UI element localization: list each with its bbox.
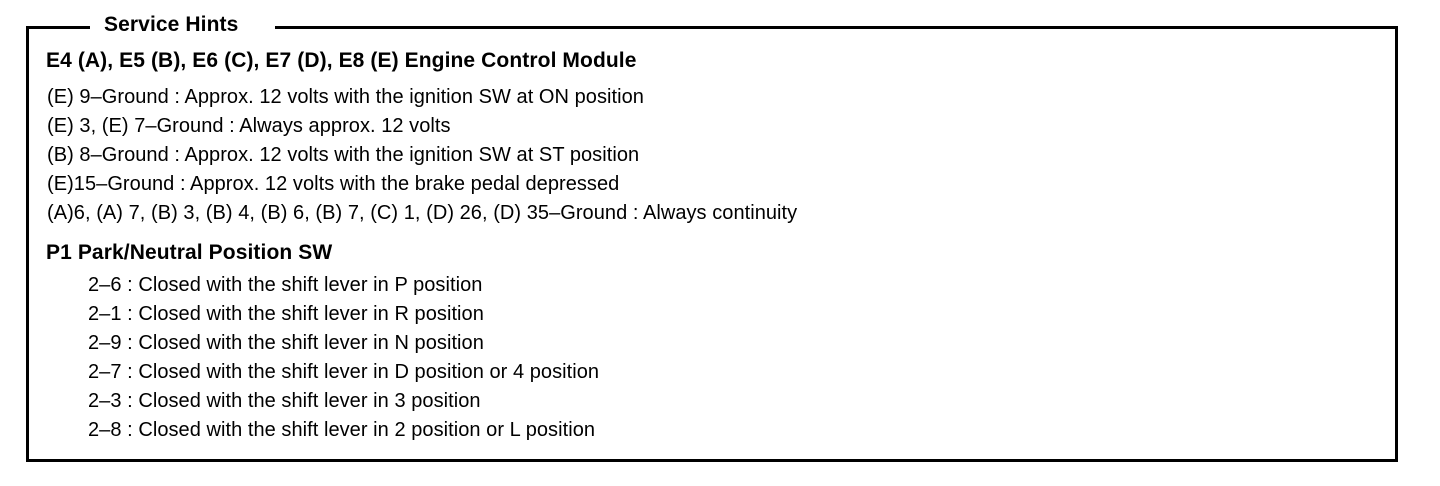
service-hints-panel bbox=[26, 26, 1398, 462]
panel-legend-title: Service Hints bbox=[104, 13, 239, 36]
section-heading-park-neutral-position-sw: P1 Park/Neutral Position SW bbox=[46, 241, 333, 264]
spec-line: 2–8 : Closed with the shift lever in 2 p… bbox=[88, 419, 596, 441]
section-heading-engine-control-module: E4 (A), E5 (B), E6 (C), E7 (D), E8 (E) E… bbox=[46, 49, 637, 72]
panel-top-border-right-segment bbox=[275, 26, 1398, 29]
spec-line: (E) 9–Ground : Approx. 12 volts with the… bbox=[47, 86, 644, 108]
spec-line: 2–6 : Closed with the shift lever in P p… bbox=[88, 274, 483, 296]
spec-line: 2–7 : Closed with the shift lever in D p… bbox=[88, 361, 600, 383]
spec-line: 2–9 : Closed with the shift lever in N p… bbox=[88, 332, 484, 354]
spec-line: (E)15–Ground : Approx. 12 volts with the… bbox=[47, 173, 620, 195]
spec-line: (E) 3, (E) 7–Ground : Always approx. 12 … bbox=[47, 115, 451, 137]
panel-top-border-left-segment bbox=[26, 26, 90, 29]
spec-line: 2–3 : Closed with the shift lever in 3 p… bbox=[88, 390, 481, 412]
spec-line: (A)6, (A) 7, (B) 3, (B) 4, (B) 6, (B) 7,… bbox=[47, 202, 798, 224]
spec-line: 2–1 : Closed with the shift lever in R p… bbox=[88, 303, 484, 325]
spec-line: (B) 8–Ground : Approx. 12 volts with the… bbox=[47, 144, 640, 166]
